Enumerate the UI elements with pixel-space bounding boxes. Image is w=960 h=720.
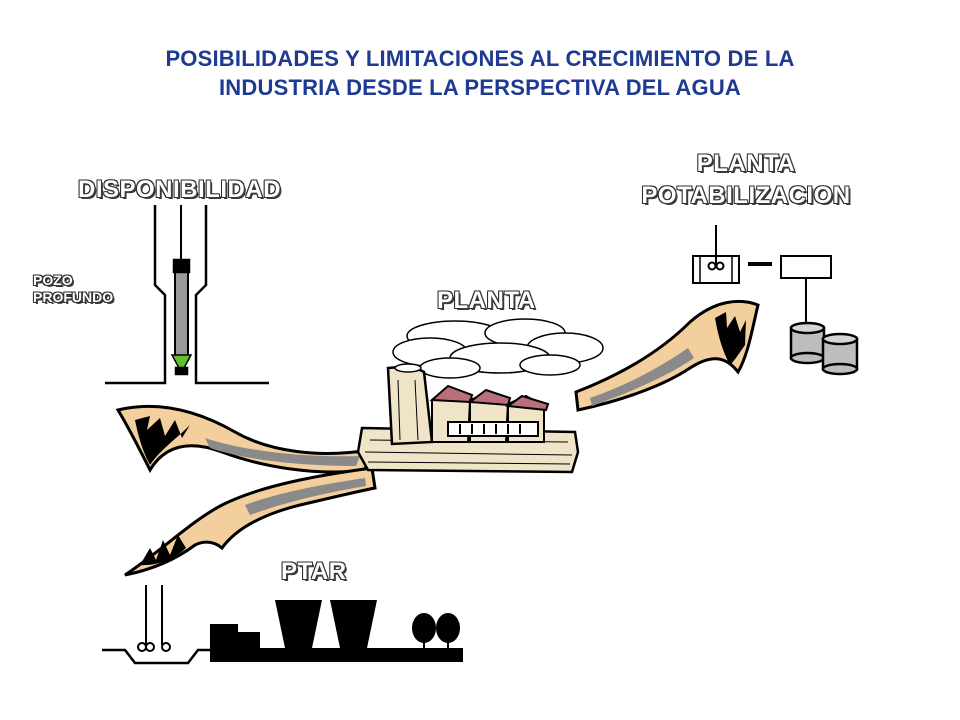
- storage-tank: [789, 321, 826, 365]
- arrow-plant-to-ptar: [124, 466, 377, 577]
- wastewater-treatment-plant: [102, 585, 463, 665]
- deep-well: [105, 205, 269, 385]
- deep-well-label: POZO PROFUNDO: [33, 272, 113, 306]
- potabilization-label-line-2: POTABILIZACION: [641, 182, 851, 209]
- deep-well-label-line-2: PROFUNDO: [33, 289, 114, 305]
- title-line-1: POSIBILIDADES Y LIMITACIONES AL CRECIMIE…: [165, 46, 795, 71]
- diagram-title: POSIBILIDADES Y LIMITACIONES AL CRECIMIE…: [0, 44, 960, 102]
- smoke-cloud: [392, 318, 604, 379]
- arrow-well-to-plant: [115, 404, 373, 474]
- arrow-plant-to-potabilization: [574, 299, 760, 412]
- plant-label: PLANTA: [437, 287, 536, 314]
- factory: [356, 363, 580, 474]
- deep-well-label-line-1: POZO: [33, 272, 73, 288]
- potabilization-label-line-1: PLANTA: [696, 150, 796, 177]
- ptar-label: PTAR: [281, 558, 347, 585]
- disponibilidad-label: DISPONIBILIDAD: [78, 176, 282, 203]
- potabilization-plant-label: PLANTA POTABILIZACION: [630, 148, 862, 212]
- storage-tank: [821, 332, 859, 376]
- title-line-2: INDUSTRIA DESDE LA PERSPECTIVA DEL AGUA: [219, 75, 741, 100]
- water-treatment-plant: [692, 225, 859, 376]
